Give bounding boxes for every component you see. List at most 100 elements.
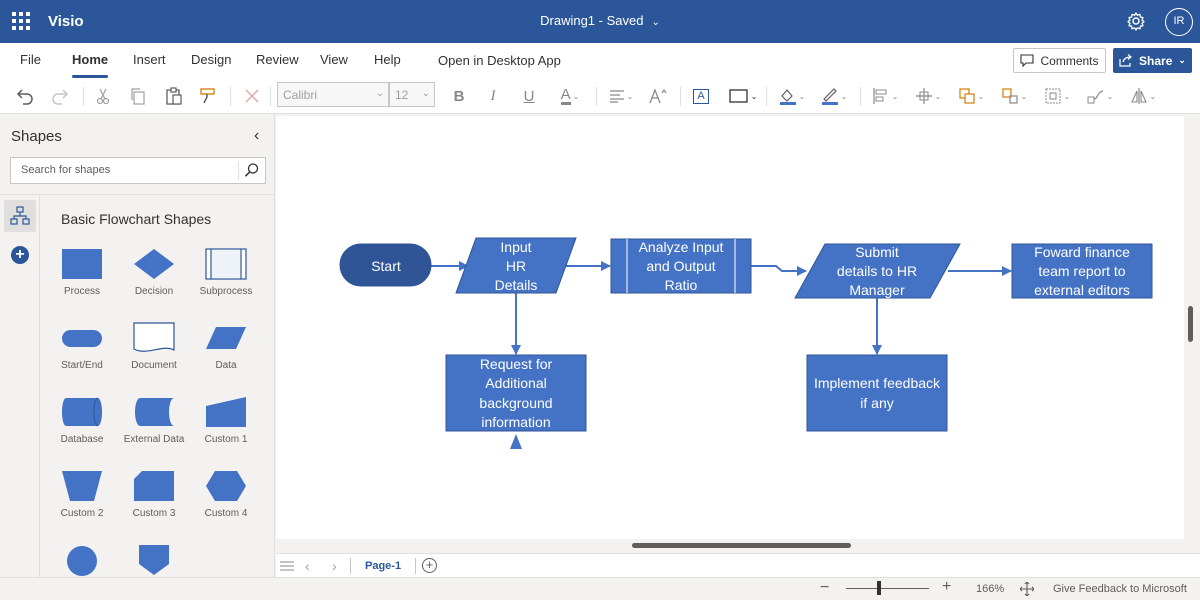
connector-stub-arrow[interactable]: [510, 434, 522, 449]
comments-button[interactable]: Comments: [1013, 48, 1106, 73]
node-analyze[interactable]: Analyze Input and Output Ratio: [610, 238, 752, 294]
basic-flowchart-stencil-button[interactable]: [4, 200, 36, 232]
shape-custom-3[interactable]: Custom 3: [118, 470, 190, 540]
font-color-button[interactable]: A⌄: [556, 85, 584, 107]
shape-offpage-reference[interactable]: [118, 544, 190, 577]
position-button[interactable]: ⌄: [869, 85, 901, 107]
node-input-hr-details[interactable]: Input HR Details: [455, 237, 577, 294]
zoom-in-button[interactable]: +: [942, 578, 952, 595]
node-forward-report[interactable]: Foward finance team report to external e…: [1011, 243, 1153, 299]
text-box-button[interactable]: A: [690, 85, 712, 107]
shape-external-data[interactable]: External Data: [118, 396, 190, 466]
collapse-pane-icon[interactable]: ‹: [254, 127, 260, 144]
shape-search-input[interactable]: [21, 164, 221, 176]
next-page-icon[interactable]: ›: [332, 558, 337, 574]
tab-home[interactable]: Home: [72, 52, 109, 78]
shape-label: Data: [215, 360, 237, 371]
shape-custom-1[interactable]: Custom 1: [190, 396, 262, 466]
align-shapes-button[interactable]: ⌄: [912, 85, 944, 107]
shape-label: External Data: [123, 434, 185, 445]
shape-document[interactable]: Document: [118, 322, 190, 392]
shape-process[interactable]: Process: [46, 248, 118, 318]
fill-button[interactable]: ⌄: [776, 85, 808, 107]
connector-button[interactable]: ⌄: [1084, 85, 1116, 107]
tab-insert[interactable]: Insert: [133, 52, 166, 67]
copy-icon[interactable]: [128, 85, 148, 107]
tab-view[interactable]: View: [320, 52, 348, 67]
start-end-shape-icon: [62, 330, 102, 347]
tab-help[interactable]: Help: [374, 52, 401, 67]
clear-formatting-icon[interactable]: [242, 85, 262, 107]
node-implement-feedback[interactable]: Implement feedback if any: [806, 354, 948, 432]
horizontal-scrollbar[interactable]: [632, 543, 851, 548]
share-button[interactable]: Share ⌄: [1113, 48, 1192, 73]
container-button[interactable]: ⌄: [1041, 85, 1073, 107]
arrange-button[interactable]: ⌄: [955, 85, 987, 107]
shape-data[interactable]: Data: [190, 322, 262, 392]
shape-custom-4[interactable]: Custom 4: [190, 470, 262, 540]
undo-icon[interactable]: [15, 85, 35, 107]
font-name-select[interactable]: Calibri⌄: [277, 82, 389, 107]
shape-label: Document: [131, 360, 177, 371]
search-icon[interactable]: [244, 162, 260, 178]
tab-file[interactable]: File: [20, 52, 41, 67]
shape-circle[interactable]: [46, 544, 118, 577]
feedback-link[interactable]: Give Feedback to Microsoft: [1053, 583, 1187, 595]
open-in-desktop-app-link[interactable]: Open in Desktop App: [438, 53, 561, 68]
shape-decision[interactable]: Decision: [118, 248, 190, 318]
node-start[interactable]: Start: [339, 243, 432, 287]
node-request-info[interactable]: Request for Additional background inform…: [445, 354, 587, 432]
page-list-icon[interactable]: [280, 561, 294, 571]
group-button[interactable]: ⌄: [998, 85, 1030, 107]
subprocess-shape-icon: [205, 248, 247, 280]
fit-to-window-icon[interactable]: [1020, 582, 1034, 596]
gear-icon[interactable]: [1126, 11, 1146, 31]
drawing-canvas[interactable]: Start Input HR Details Analyze Input and…: [276, 114, 1200, 553]
node-request-line-1: Request for: [480, 356, 553, 372]
bold-button[interactable]: B: [453, 87, 465, 105]
avatar[interactable]: IR: [1165, 8, 1193, 36]
document-title[interactable]: Drawing1 - Saved⌄: [540, 13, 660, 28]
app-name[interactable]: Visio: [48, 13, 84, 30]
chevron-down-icon: ⌄: [934, 91, 942, 101]
previous-page-icon[interactable]: ‹: [305, 558, 310, 574]
italic-button[interactable]: I: [490, 87, 496, 104]
add-stencil-button[interactable]: +: [11, 246, 29, 264]
paste-icon[interactable]: [164, 85, 184, 107]
tab-page-1[interactable]: Page-1: [365, 560, 402, 572]
chevron-down-icon: ⌄: [572, 91, 580, 101]
zoom-level[interactable]: 166%: [976, 583, 1005, 595]
node-request-line-4: information: [481, 414, 550, 430]
shape-style-button[interactable]: ⌄: [726, 85, 760, 107]
line-pen-icon: [821, 88, 838, 105]
font-size-select[interactable]: 12⌄: [389, 82, 435, 107]
vertical-scrollbar[interactable]: [1188, 306, 1193, 342]
shape-start-end[interactable]: Start/End: [46, 322, 118, 392]
cut-icon[interactable]: [93, 85, 113, 107]
node-submit[interactable]: Submit details to HR Manager: [794, 243, 961, 299]
zoom-slider-track[interactable]: [846, 588, 929, 589]
zoom-out-button[interactable]: −: [820, 579, 830, 596]
connector-analyze-to-submit[interactable]: [751, 265, 807, 276]
custom1-shape-icon: [206, 397, 246, 427]
zoom-slider-thumb[interactable]: [877, 581, 882, 595]
app-launcher-icon[interactable]: [12, 12, 30, 30]
text-size-icon[interactable]: [648, 85, 668, 107]
format-painter-icon[interactable]: [198, 85, 218, 107]
stencil-name: Basic Flowchart Shapes: [61, 211, 212, 227]
shape-database[interactable]: Database: [46, 396, 118, 466]
line-button[interactable]: ⌄: [818, 85, 850, 107]
redo-icon[interactable]: [50, 85, 70, 107]
tab-review[interactable]: Review: [256, 52, 299, 67]
shape-label: Subprocess: [199, 286, 253, 297]
tab-design[interactable]: Design: [191, 52, 232, 67]
node-input-line-1: Input: [500, 239, 531, 255]
drawing-page[interactable]: Start Input HR Details Analyze Input and…: [276, 116, 1184, 539]
rotate-button[interactable]: ⌄: [1127, 85, 1159, 107]
shape-custom-2[interactable]: Custom 2: [46, 470, 118, 540]
underline-button[interactable]: U: [523, 87, 535, 105]
add-page-button[interactable]: +: [422, 558, 437, 573]
shape-subprocess[interactable]: Subprocess: [190, 248, 262, 318]
align-text-button[interactable]: ⌄: [605, 85, 637, 107]
flowchart-stencil-icon: [10, 206, 30, 225]
